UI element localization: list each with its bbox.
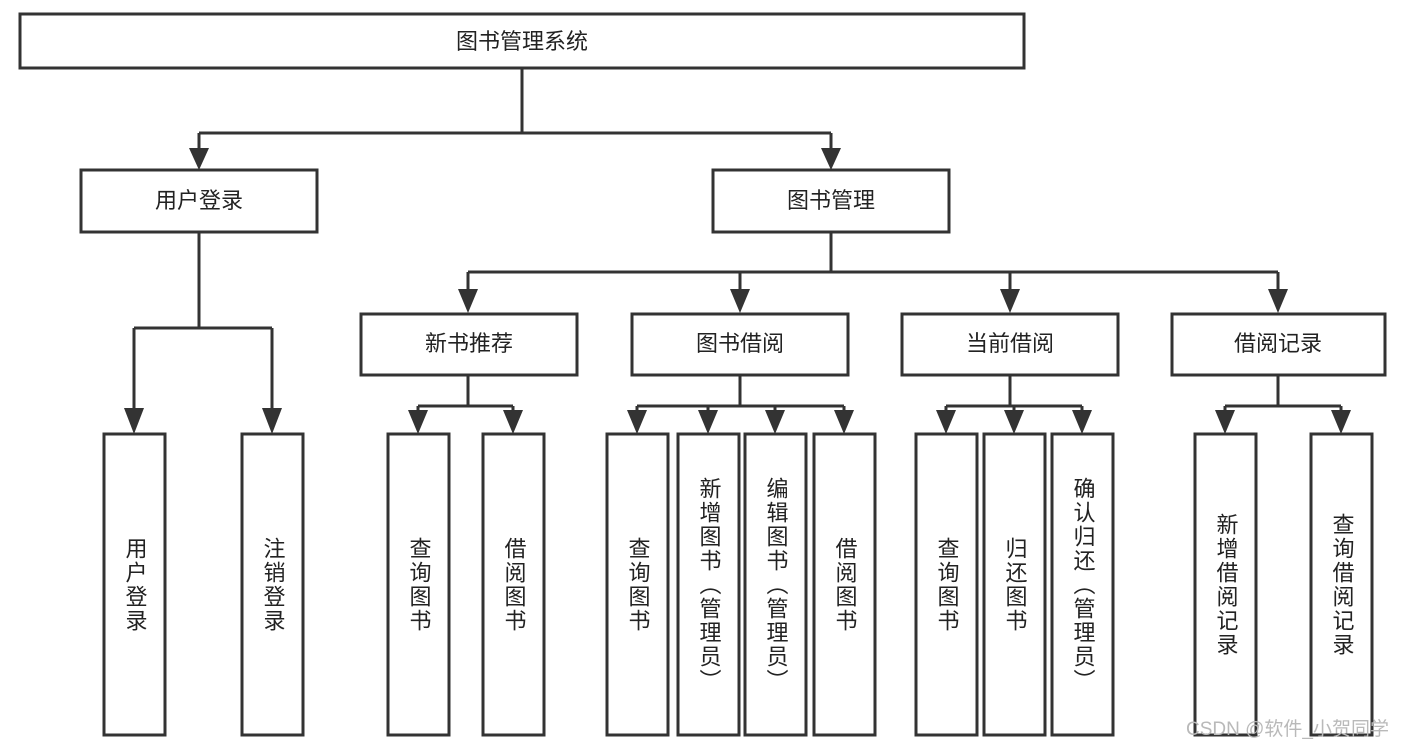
node-leaf-query-book-1[interactable]: 查询图书 [386,432,451,737]
node-book-borrow-label: 图书借阅 [696,331,784,356]
arrow-head-book-manage [821,148,841,170]
node-leaf-edit-book-label: 编辑图书（管理员） [764,477,789,693]
node-leaf-logout-box[interactable] [240,432,305,737]
node-leaf-user-login-label: 用户登录 [123,537,148,633]
node-new-book-recommend-label: 新书推荐 [425,331,513,356]
node-leaf-add-book-label: 新增图书（管理员） [697,477,722,693]
node-root[interactable]: 图书管理系统 [18,12,1026,70]
node-current-borrow[interactable]: 当前借阅 [900,312,1120,377]
node-leaf-confirm-return[interactable]: 确认归还（管理员） [1050,432,1115,737]
node-borrow-record[interactable]: 借阅记录 [1170,312,1387,377]
node-leaf-query-record-label: 查询借阅记录 [1330,513,1355,657]
node-leaf-logout[interactable]: 注销登录 [240,432,305,737]
node-leaf-return-book-label: 归还图书 [1003,537,1028,633]
node-user-login-label: 用户登录 [155,188,243,213]
node-book-borrow-box[interactable] [630,312,850,377]
node-leaf-borrow-book-2-label: 借阅图书 [833,537,858,633]
arrow-head-leaf-query-book-3 [936,410,956,434]
arrow-head-leaf-query-book-2 [627,410,647,434]
arrow-head-user-login [189,148,209,170]
node-leaf-query-book-2-box[interactable] [605,432,670,737]
arrow-head-leaf-borrow-book-1 [503,410,523,434]
node-leaf-borrow-book-2-box[interactable] [812,432,877,737]
node-leaf-add-record-label: 新增借阅记录 [1214,513,1239,657]
node-leaf-query-book-2[interactable]: 查询图书 [605,432,670,737]
node-leaf-query-book-1-label: 查询图书 [407,537,432,633]
arrow-head-leaf-add-book [698,410,718,434]
node-leaf-query-book-3-label: 查询图书 [935,537,960,633]
arrow-head-new-book-recommend [458,289,478,313]
node-book-manage-label: 图书管理 [787,188,875,213]
node-borrow-record-label: 借阅记录 [1234,331,1322,356]
node-leaf-query-record[interactable]: 查询借阅记录 [1309,432,1374,737]
node-user-login-box[interactable] [79,168,319,234]
arrow-head-leaf-confirm-return [1072,410,1092,434]
node-leaf-confirm-return-label: 确认归还（管理员） [1071,477,1096,693]
node-leaf-borrow-book-1-label: 借阅图书 [502,537,527,633]
node-leaf-add-record[interactable]: 新增借阅记录 [1193,432,1258,737]
node-leaf-edit-book[interactable]: 编辑图书（管理员） [743,432,808,737]
node-root-label: 图书管理系统 [456,29,588,54]
node-leaf-confirm-return-box[interactable] [1050,432,1115,737]
node-leaf-borrow-book-1-box[interactable] [481,432,546,737]
node-leaf-add-book-box[interactable] [676,432,741,737]
node-book-manage-box[interactable] [711,168,951,234]
node-root-box[interactable] [18,12,1026,70]
node-leaf-logout-label: 注销登录 [261,537,286,633]
arrow-head-leaf-return-book [1004,410,1024,434]
node-leaf-query-record-box[interactable] [1309,432,1374,737]
arrow-head-leaf-add-record [1215,410,1235,434]
node-leaf-return-book-box[interactable] [982,432,1047,737]
node-leaf-borrow-book-2[interactable]: 借阅图书 [812,432,877,737]
node-leaf-return-book[interactable]: 归还图书 [982,432,1047,737]
arrow-head-leaf-edit-book [765,410,785,434]
arrow-head-leaf-borrow-book-2 [834,410,854,434]
node-leaf-add-book[interactable]: 新增图书（管理员） [676,432,741,737]
connector-group [124,68,1351,434]
node-book-borrow[interactable]: 图书借阅 [630,312,850,377]
arrow-head-leaf-logout [262,408,282,434]
arrow-head-leaf-user-login [124,408,144,434]
node-book-manage[interactable]: 图书管理 [711,168,951,234]
arrow-head-book-borrow [730,289,750,313]
node-borrow-record-box[interactable] [1170,312,1387,377]
node-leaf-query-book-3[interactable]: 查询图书 [914,432,979,737]
node-leaf-query-book-3-box[interactable] [914,432,979,737]
node-current-borrow-box[interactable] [900,312,1120,377]
node-leaf-edit-book-box[interactable] [743,432,808,737]
node-new-book-recommend-box[interactable] [359,312,579,377]
node-leaf-user-login[interactable]: 用户登录 [102,432,167,737]
arrow-head-borrow-record [1268,289,1288,313]
node-leaf-query-book-1-box[interactable] [386,432,451,737]
node-leaf-add-record-box[interactable] [1193,432,1258,737]
node-current-borrow-label: 当前借阅 [966,331,1054,356]
arrow-head-leaf-query-book-1 [408,410,428,434]
node-leaf-user-login-box[interactable] [102,432,167,737]
node-leaf-borrow-book-1[interactable]: 借阅图书 [481,432,546,737]
arrow-head-leaf-query-record [1331,410,1351,434]
node-new-book-recommend[interactable]: 新书推荐 [359,312,579,377]
arrow-head-current-borrow [1000,289,1020,313]
node-user-login[interactable]: 用户登录 [79,168,319,234]
node-leaf-query-book-2-label: 查询图书 [626,537,651,633]
